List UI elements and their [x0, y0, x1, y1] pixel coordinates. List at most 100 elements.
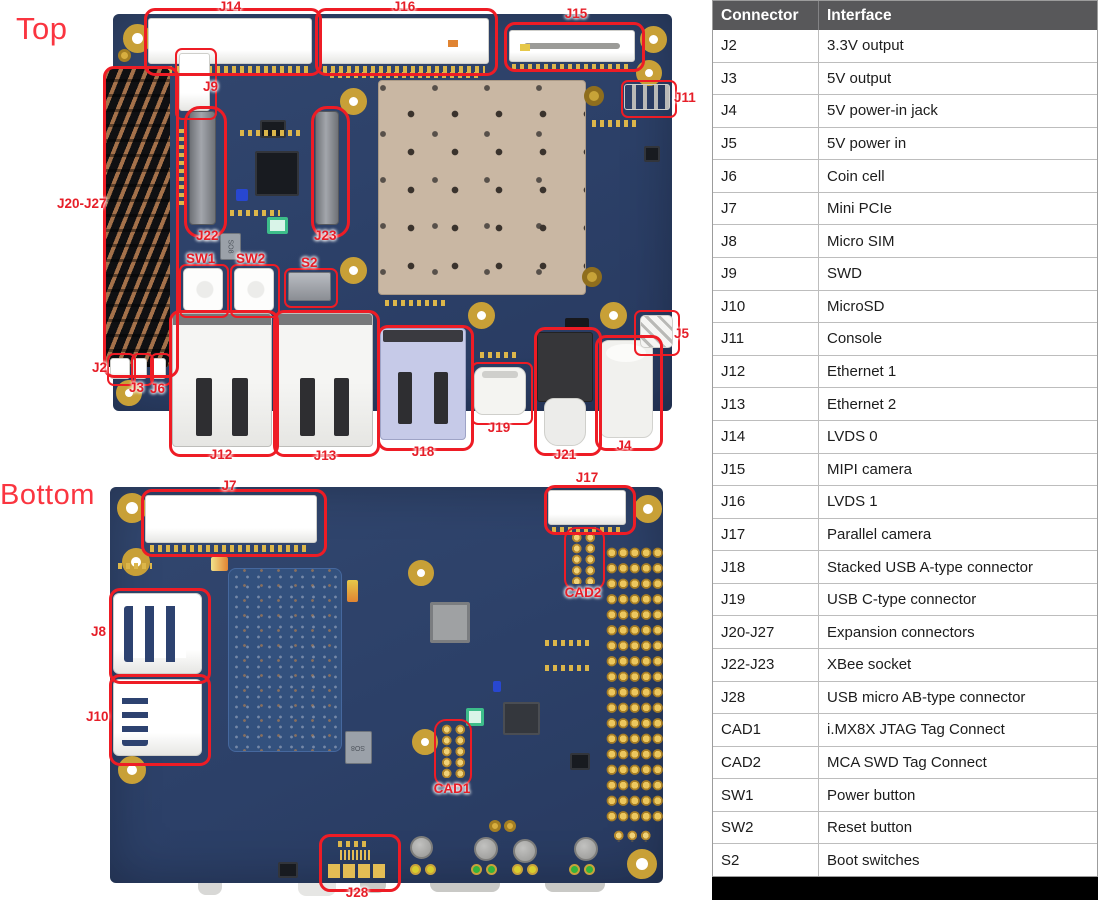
table-cell-interface: MicroSD	[827, 297, 885, 315]
antenna-ufl-connector	[584, 86, 604, 106]
expansion-pin-header	[106, 69, 170, 367]
annotation-box-j12	[169, 310, 279, 457]
mounting-hole	[340, 88, 367, 115]
annotation-box-s2	[284, 268, 338, 308]
table-cell-interface: Parallel camera	[827, 525, 932, 543]
via-pad	[489, 820, 501, 832]
annotation-label-j18: J18	[411, 444, 435, 459]
table-cell-connector: J9	[713, 258, 819, 290]
table-row: J18 Stacked USB A-type connector	[713, 551, 1097, 584]
solder-pads	[176, 125, 184, 205]
via-pad	[504, 820, 516, 832]
lvds1-connector	[319, 18, 489, 64]
annotation-label-j13: J13	[313, 448, 337, 463]
annotation-label-j16: J16	[392, 0, 416, 14]
table-row: J4 5V power-in jack	[713, 95, 1097, 128]
audio-jack-barrel	[544, 398, 586, 446]
table-cell-interface: Expansion connectors	[827, 623, 975, 641]
table-cell-interface: Micro SIM	[827, 232, 895, 250]
annotation-box-j3	[131, 353, 154, 386]
yellow-pad	[410, 864, 421, 875]
rf-shield	[378, 80, 586, 295]
annotation-label-cad2: CAD2	[564, 585, 602, 600]
mounting-hole	[412, 729, 438, 755]
connector-underside	[430, 883, 500, 892]
table-cell-connector: J10	[713, 290, 819, 323]
table-cell-connector: J12	[713, 355, 819, 388]
annotation-box-cad1	[434, 719, 472, 787]
table-cell-connector: J15	[713, 453, 819, 486]
annotation-box-j11	[621, 80, 677, 118]
annotation-label-j5: J5	[674, 326, 690, 341]
mounting-hole	[340, 257, 367, 284]
table-cell-interface: 5V output	[827, 69, 892, 87]
table-cell-connector: J4	[713, 95, 819, 127]
annotation-label-j2: J2	[92, 360, 108, 375]
mca-swd-tag-connect-pads	[570, 532, 597, 584]
orange-capacitor	[448, 40, 458, 47]
table-cell-interface: Console	[827, 330, 883, 348]
usb-shield-strip	[383, 330, 463, 342]
annotation-label-j22: J22	[196, 228, 219, 243]
annotation-box-j20-j27	[103, 66, 179, 378]
so8-chip-label: SO8	[226, 239, 234, 254]
power-out-connector-j3	[133, 358, 147, 379]
annotation-label-j17: J17	[575, 470, 599, 485]
table-row: J10 MicroSD	[713, 290, 1097, 324]
xbee-socket-left	[189, 111, 216, 225]
solder-pads	[612, 830, 652, 842]
blue-capacitor	[493, 681, 501, 692]
annotation-box-j8	[109, 588, 211, 684]
annotation-label-j23: J23	[314, 228, 337, 243]
green-pad	[471, 864, 482, 875]
table-header-connector: Connector	[713, 1, 819, 30]
table-cell-interface: Boot switches	[827, 851, 920, 869]
annotation-box-j4	[595, 335, 663, 451]
annotation-label-j9: J9	[203, 79, 219, 94]
annotation-box-j19	[471, 362, 533, 425]
table-cell-interface: USB C-type connector	[827, 591, 977, 609]
power-jack-top	[606, 344, 646, 362]
mounting-hole	[408, 560, 434, 586]
sim-contact-pattern	[124, 606, 186, 662]
table-row: J28 USB micro AB-type connector	[713, 681, 1097, 715]
table-row: J5 5V power in	[713, 127, 1097, 161]
via-pad	[118, 49, 131, 62]
connector-underside	[545, 883, 605, 892]
yellow-pad	[527, 864, 538, 875]
table-row: J9 SWD	[713, 258, 1097, 291]
through-hole-cap	[513, 839, 537, 863]
solder-pads	[545, 640, 589, 646]
table-row: J8 Micro SIM	[713, 225, 1097, 259]
yellow-capacitor	[520, 44, 530, 51]
green-pad	[486, 864, 497, 875]
table-cell-connector: J2	[713, 30, 819, 62]
mounting-hole	[118, 756, 146, 784]
ethernet-slot	[232, 378, 248, 436]
table-row: J13 Ethernet 2	[713, 388, 1097, 421]
annotation-label-j8: J8	[91, 624, 107, 639]
connector-underside	[360, 883, 386, 893]
annotation-box-cad2	[564, 527, 605, 591]
table-body: J2 3.3V output J3 5V output J4 5V power-…	[713, 30, 1097, 877]
table-cell-connector: J16	[713, 486, 819, 518]
annotation-label-j15: J15	[564, 6, 588, 21]
annotation-label-j4: J4	[616, 438, 632, 453]
table-cell-connector: CAD1	[713, 714, 819, 746]
annotation-box-j5	[634, 310, 680, 356]
jtag-tag-connect-pads	[440, 724, 465, 778]
power-button-component	[183, 268, 223, 311]
bottom-view-label: Bottom	[0, 479, 95, 511]
table-header-interface: Interface	[827, 6, 892, 24]
ethernet-slot	[300, 378, 315, 436]
annotation-label-j21: J21	[553, 447, 577, 462]
table-cell-connector: J8	[713, 225, 819, 258]
table-cell-connector: SW2	[713, 811, 819, 844]
green-pad	[584, 864, 595, 875]
annotation-label-j6: J6	[150, 381, 166, 396]
connector-underside	[198, 883, 222, 895]
mounting-hole	[634, 495, 662, 523]
annotation-box-sw1	[179, 264, 229, 318]
table-cell-interface: XBee socket	[827, 656, 912, 674]
